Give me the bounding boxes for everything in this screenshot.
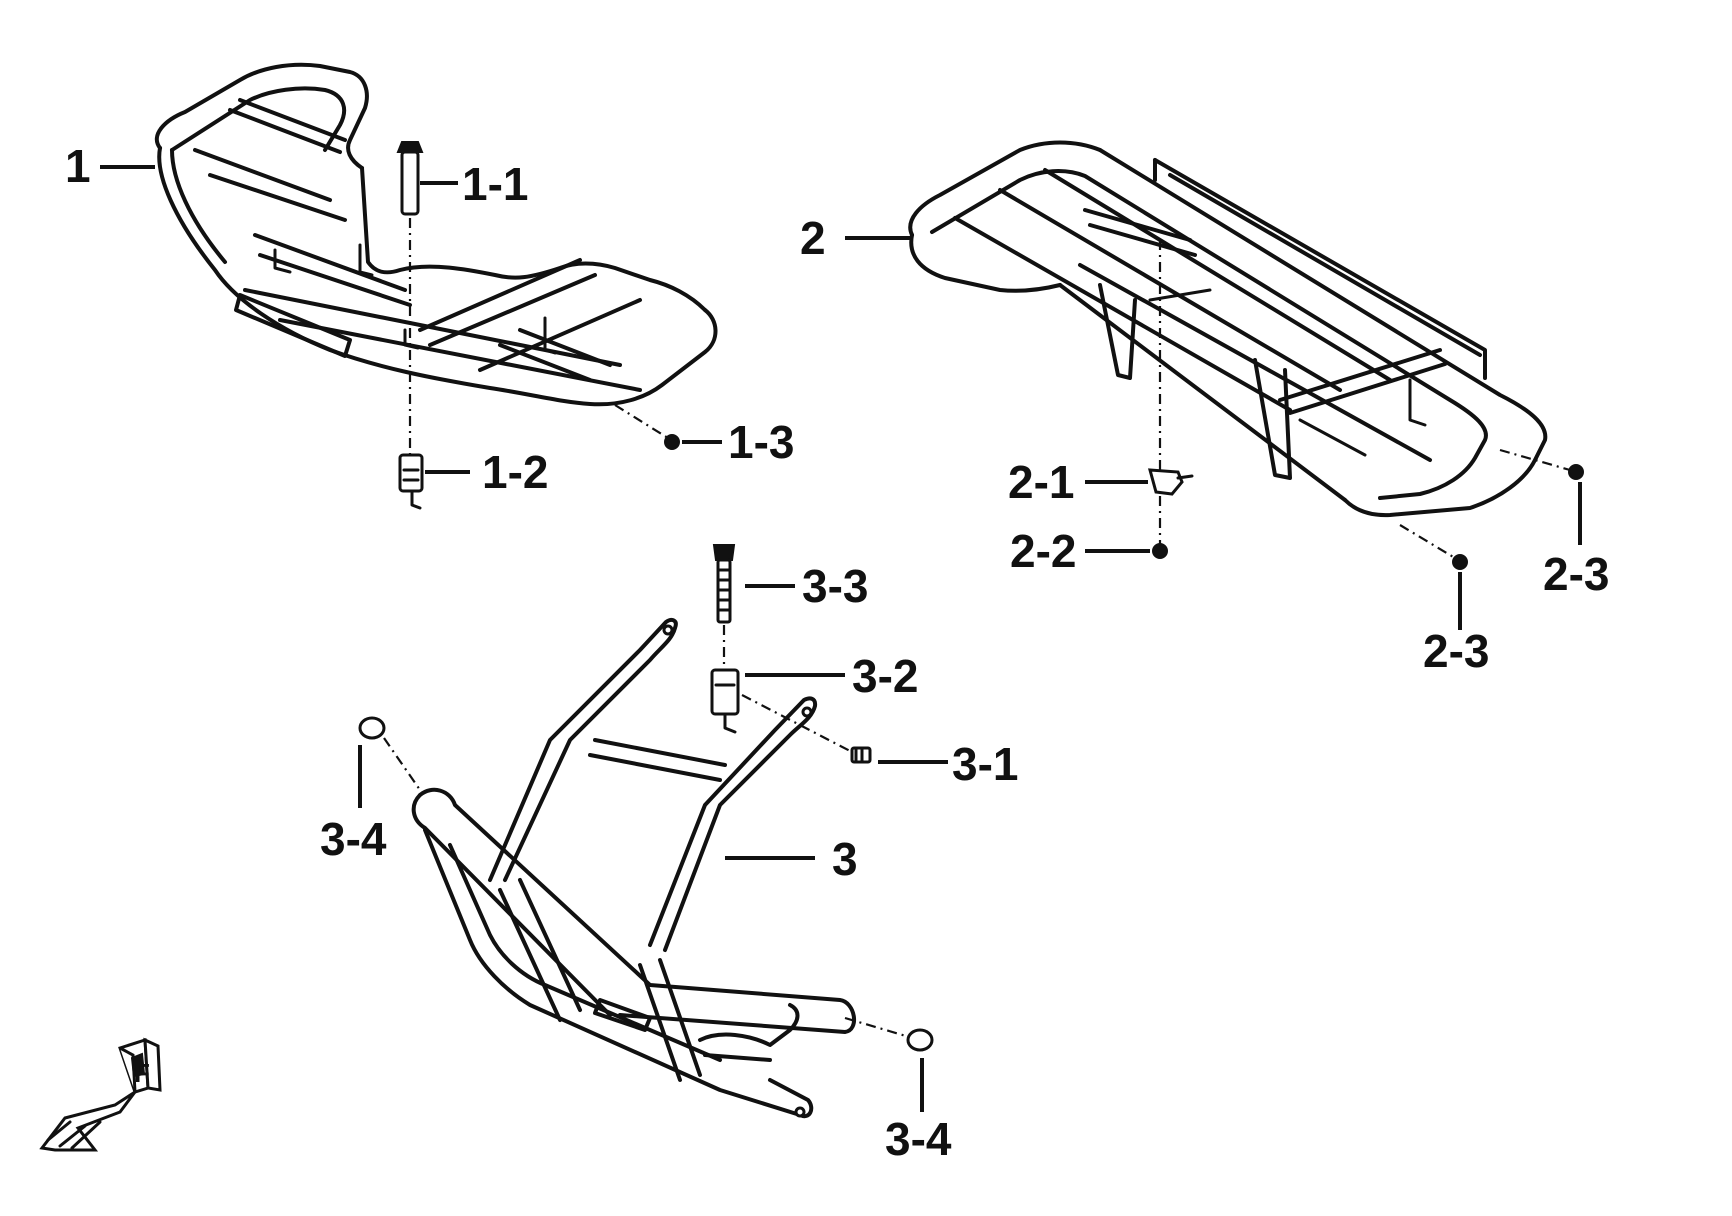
label-2-2: 2-2 (1010, 525, 1076, 577)
label-3-3: 3-3 (802, 560, 868, 612)
assembly-line-2-3a (1499, 448, 1571, 472)
label-1: 1 (65, 140, 91, 192)
label-3-4a: 3-4 (320, 813, 387, 865)
label-1-3: 1-3 (728, 416, 794, 468)
label-2: 2 (800, 212, 826, 264)
label-2-1: 2-1 (1008, 456, 1074, 508)
end-cap-3-4b (906, 1028, 934, 1052)
bolt-1-3 (664, 434, 680, 450)
front-direction-marker: F (39, 1037, 162, 1152)
label-1-1: 1-1 (462, 158, 528, 210)
bracket-2-1 (1147, 468, 1194, 496)
bracket-3-2 (710, 668, 740, 734)
label-3: 3 (832, 833, 858, 885)
rear-carrier-rack (908, 140, 1548, 518)
assembly-line-1-3 (614, 404, 669, 439)
front-bumper-guard (411, 618, 856, 1119)
bracket-1-2 (398, 453, 424, 510)
label-3-4b: 3-4 (885, 1113, 952, 1165)
assembly-line-2-3b (1399, 524, 1456, 559)
bolt-3-1 (850, 746, 872, 764)
label-2-3a: 2-3 (1543, 548, 1609, 600)
assembly-line-3-4b (844, 1016, 907, 1038)
bolt-3-3 (712, 544, 736, 624)
bolt-2-3b (1452, 554, 1468, 570)
assembly-line-3-4a (383, 737, 421, 791)
assembly-line-3-1 (741, 694, 853, 753)
label-2-3b: 2-3 (1423, 625, 1489, 677)
nut-2-2 (1152, 543, 1168, 559)
label-1-2: 1-2 (482, 446, 548, 498)
bolt-2-3a (1568, 464, 1584, 480)
label-3-1: 3-1 (952, 738, 1018, 790)
label-3-2: 3-2 (852, 650, 918, 702)
bolt-1-1 (396, 141, 424, 216)
front-marker-letter: F (134, 1058, 150, 1088)
front-carrier-rack (154, 62, 718, 407)
end-cap-3-4a (358, 716, 386, 740)
